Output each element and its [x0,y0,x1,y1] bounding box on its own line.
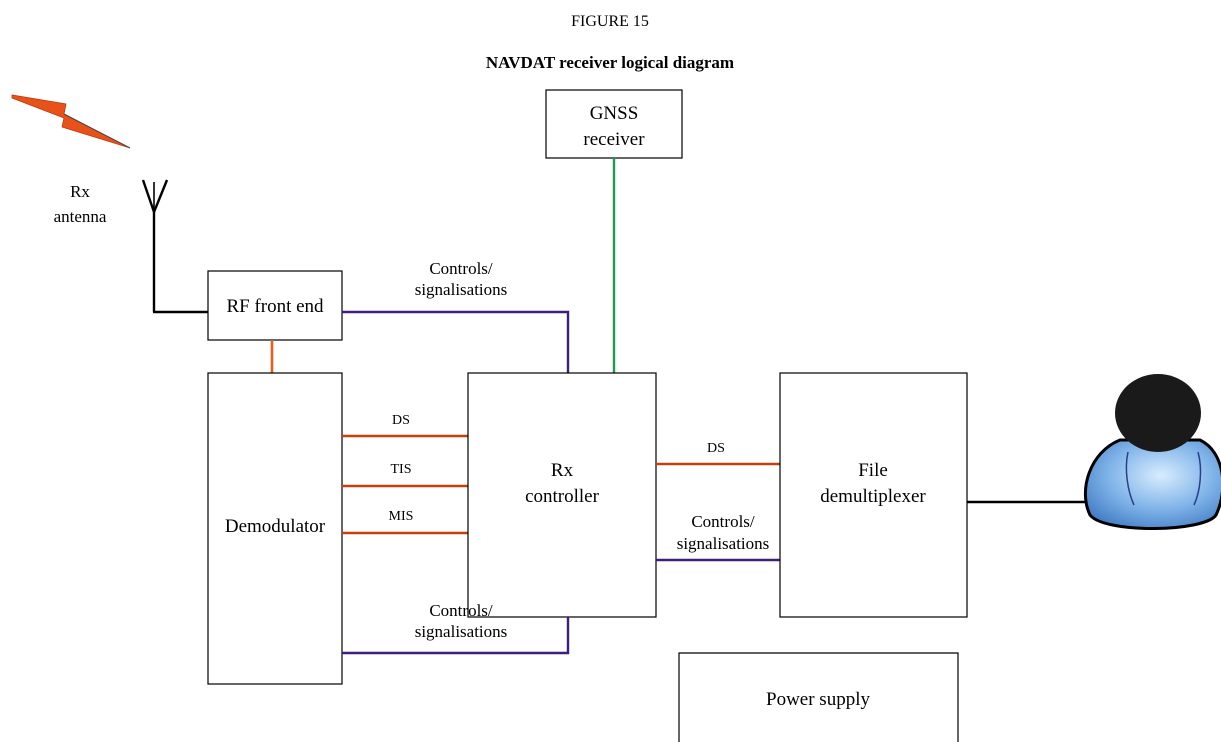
ctrl-controls-label-line1: Controls/ [691,512,755,531]
ctrl-ds-label: DS [707,441,725,456]
rx-controller-block: Rx controller [467,372,657,618]
rx-controller-label-line1: Rx [551,460,574,481]
rf-controls-link [342,310,570,373]
gnss-label-line2: receiver [583,129,645,150]
rf-front-end-block: RF front end [207,270,343,341]
demod-controls-label-line2: signalisations [415,622,508,641]
demod-controls-label-line1: Controls/ [429,601,493,620]
demodulator-label: Demodulator [225,516,326,537]
demod-ds-label: DS [392,413,410,428]
antenna-label-line2: antenna [54,207,107,226]
user-icon [1084,374,1221,530]
figure-number: FIGURE 15 [571,13,649,30]
rf-front-end-label: RF front end [226,296,324,317]
gnss-receiver-block: GNSS receiver [545,89,683,159]
rx-controller-label-line2: controller [525,486,600,507]
power-supply-label: Power supply [766,689,870,710]
ctrl-controls-label-line2: signalisations [677,534,770,553]
rf-controls-label-line2: signalisations [415,280,508,299]
lightning-icon [11,94,131,149]
file-demux-label-line1: File [858,460,888,481]
figure-title: NAVDAT receiver logical diagram [486,53,734,72]
antenna-icon [141,179,169,312]
power-supply-block: Power supply [678,652,959,742]
file-demultiplexer-block: File demultiplexer [779,372,968,618]
rf-controls-label-line1: Controls/ [429,259,493,278]
demod-tis-label: TIS [391,462,412,477]
demod-mis-label: MIS [389,509,414,524]
demod-controls-link [342,617,570,655]
antenna-label-line1: Rx [70,182,90,201]
gnss-label-line1: GNSS [590,103,639,124]
demodulator-block: Demodulator [207,372,343,685]
file-demux-label-line2: demultiplexer [820,486,926,507]
